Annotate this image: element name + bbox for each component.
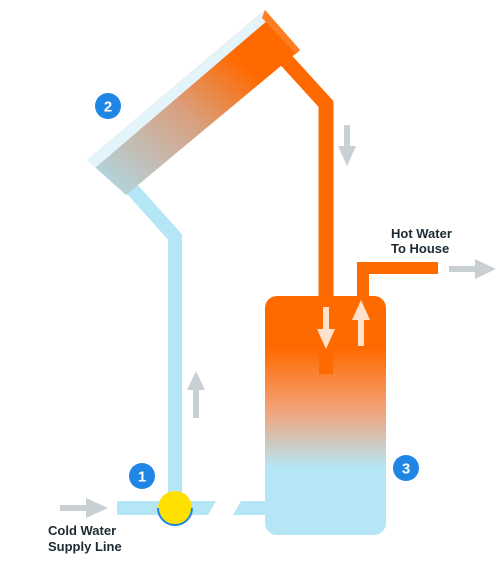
cold-supply-pipe-right [190,501,216,515]
cold-water-pipe-riser [118,175,182,502]
storage-tank [265,296,386,535]
cold-supply-pipe-left [117,501,163,515]
badge-tank: 3 [393,455,419,481]
arrow-down-into-tank-icon [317,307,335,349]
badge-collector: 2 [95,93,121,119]
arrow-up-cold-icon [187,371,205,418]
solar-collector-panel [87,10,300,195]
hot-water-to-house-pipe [357,262,438,298]
svg-text:1: 1 [138,469,146,486]
arrow-right-cold-supply-icon [60,498,108,518]
cold-water-label-line2: Supply Line [48,539,122,554]
svg-text:3: 3 [402,461,410,478]
badge-pump: 1 [129,463,155,489]
arrow-up-out-of-tank-icon [352,300,370,346]
hot-water-pipe [269,42,334,315]
svg-text:2: 2 [104,99,112,116]
arrow-right-to-house-icon [449,259,496,279]
hot-water-label-line2: To House [391,241,449,256]
pump-outline [157,507,193,526]
pump-icon [158,491,192,525]
arrow-down-hot-icon [338,125,356,166]
cold-water-label-line1: Cold Water [48,523,116,538]
hot-water-label-line1: Hot Water [391,226,452,241]
cold-supply-pipe-tank [233,501,270,515]
